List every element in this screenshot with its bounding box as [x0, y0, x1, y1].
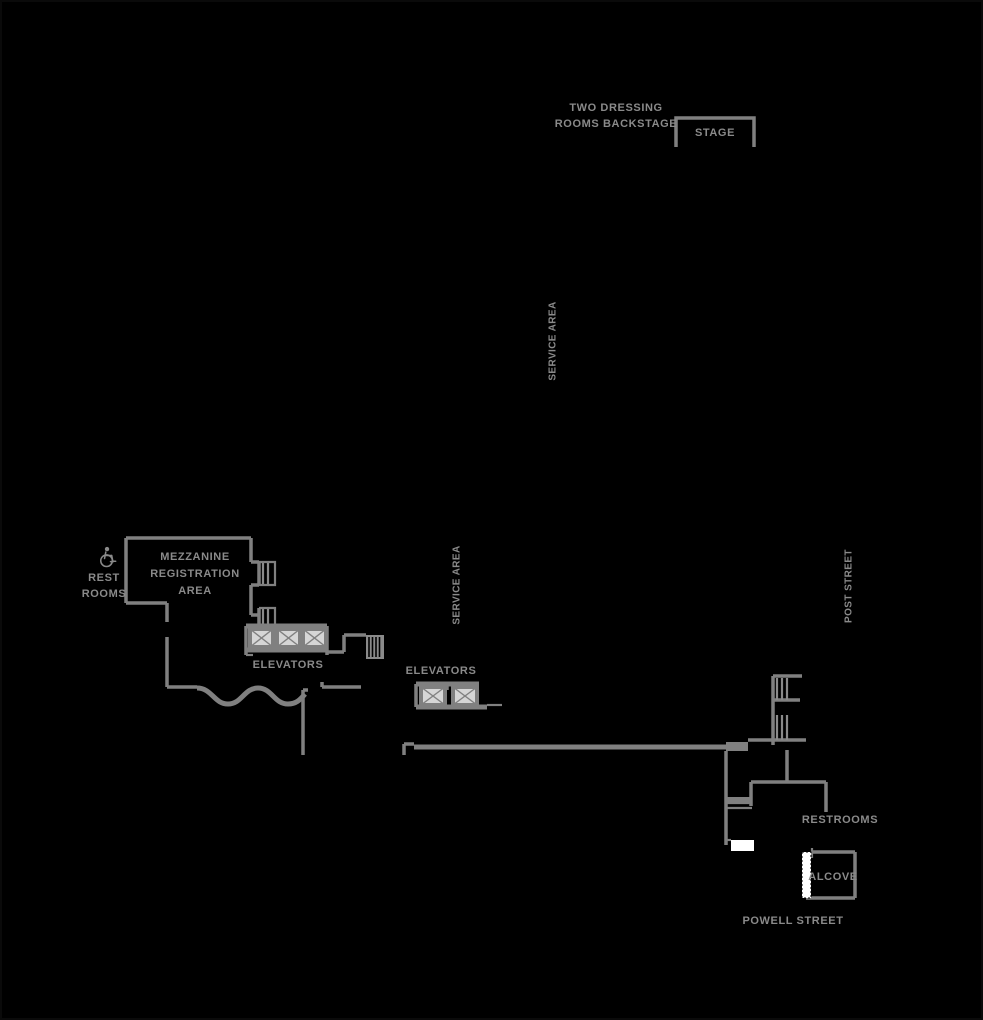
stage-walls — [674, 116, 756, 147]
north-stair-risers-upper — [775, 678, 789, 700]
entry-opening-marker — [731, 840, 754, 851]
label-service-area-lower: SERVICE AREA — [452, 545, 463, 624]
label-mezzanine-line1: MEZZANINE — [160, 551, 230, 563]
label-rest-line1: REST — [88, 572, 120, 584]
label-dressing-rooms-line1: TWO DRESSING — [569, 102, 662, 114]
stage-enclosure — [674, 116, 756, 147]
label-stage: STAGE — [695, 127, 735, 139]
serpentine-wall-path — [196, 685, 307, 707]
elevator-cab[interactable] — [248, 627, 275, 649]
elevator-cab[interactable] — [419, 685, 447, 707]
elevator-cab[interactable] — [451, 685, 479, 707]
main-corridor-walls — [402, 742, 728, 755]
elevator-cab[interactable] — [301, 627, 328, 649]
serpentine-wall — [196, 685, 308, 707]
mezzanine-stair-east — [320, 633, 384, 689]
elevator-bank-left[interactable] — [244, 623, 329, 657]
restroom-door-head — [726, 797, 752, 802]
label-dressing-rooms-line2: ROOMS BACKSTAGE — [555, 118, 677, 130]
north-stair-risers-lower — [775, 715, 789, 740]
mezzanine-registration-walls — [124, 536, 277, 689]
alcove-entrance-panel[interactable] — [801, 851, 812, 899]
label-restrooms-right: RESTROOMS — [802, 814, 878, 826]
elevator-bank-center[interactable] — [414, 681, 502, 710]
stair-risers-east — [368, 637, 381, 657]
label-post-street: POST STREET — [844, 549, 855, 623]
mezz-stair-risers — [261, 563, 270, 627]
elevator-cab[interactable] — [275, 627, 302, 649]
label-mezzanine-line3: AREA — [178, 585, 212, 597]
wheelchair-accessible-icon — [99, 546, 117, 568]
alcove-enclosure — [801, 848, 857, 900]
label-rest-line2: ROOMS — [82, 588, 127, 600]
label-alcove: ALCOVE — [808, 871, 857, 883]
east-core-walls — [724, 674, 828, 851]
label-service-area-upper: SERVICE AREA — [548, 301, 559, 380]
corridor-end-nub — [726, 742, 748, 751]
label-powell-street: POWELL STREET — [742, 915, 843, 927]
mezz-stair-pocket-1 — [259, 560, 277, 587]
label-elevators-center: ELEVATORS — [406, 665, 477, 677]
label-mezzanine-line2: REGISTRATION — [150, 568, 240, 580]
label-elevators-left: ELEVATORS — [253, 659, 324, 671]
